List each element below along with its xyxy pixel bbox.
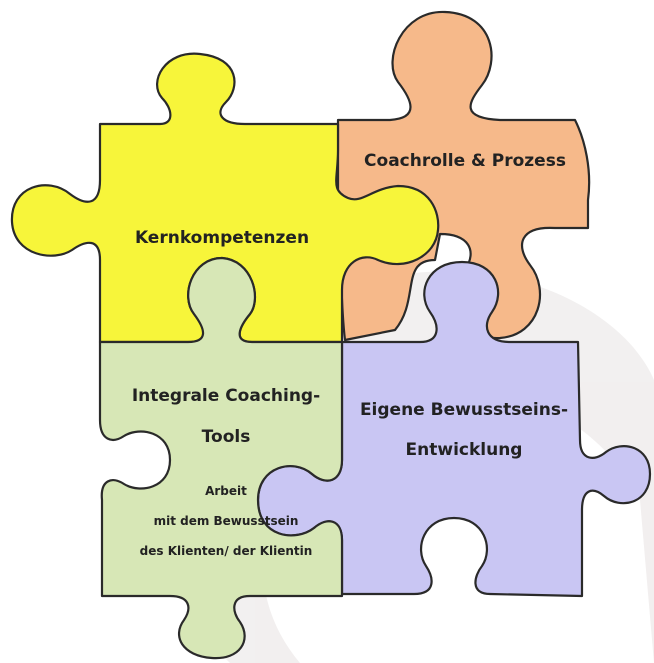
label-tools-sub3: des Klienten/ der Klientin	[140, 544, 313, 558]
label-tools-sub1: Arbeit	[205, 484, 247, 498]
label-coachrolle: Coachrolle & Prozess	[364, 151, 566, 171]
label-tools-line1: Integrale Coaching-	[132, 386, 320, 406]
label-tools-line2: Tools	[202, 427, 251, 447]
label-eigene-line1: Eigene Bewusstseins-	[360, 400, 568, 420]
label-tools-sub2: mit dem Bewusstsein	[154, 514, 299, 528]
piece-integrale-tools	[98, 256, 344, 660]
label-kernkompetenzen: Kernkompetenzen	[135, 228, 309, 248]
piece-kernkompetenzen	[10, 52, 440, 344]
label-eigene-line2: Entwicklung	[406, 440, 523, 460]
